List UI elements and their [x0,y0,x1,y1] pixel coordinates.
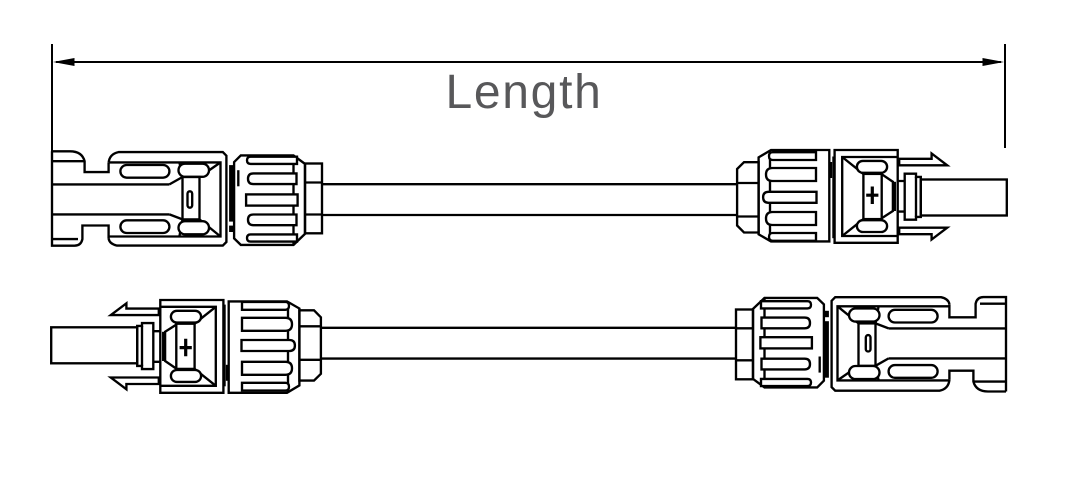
svg-text:Length: Length [445,66,602,119]
